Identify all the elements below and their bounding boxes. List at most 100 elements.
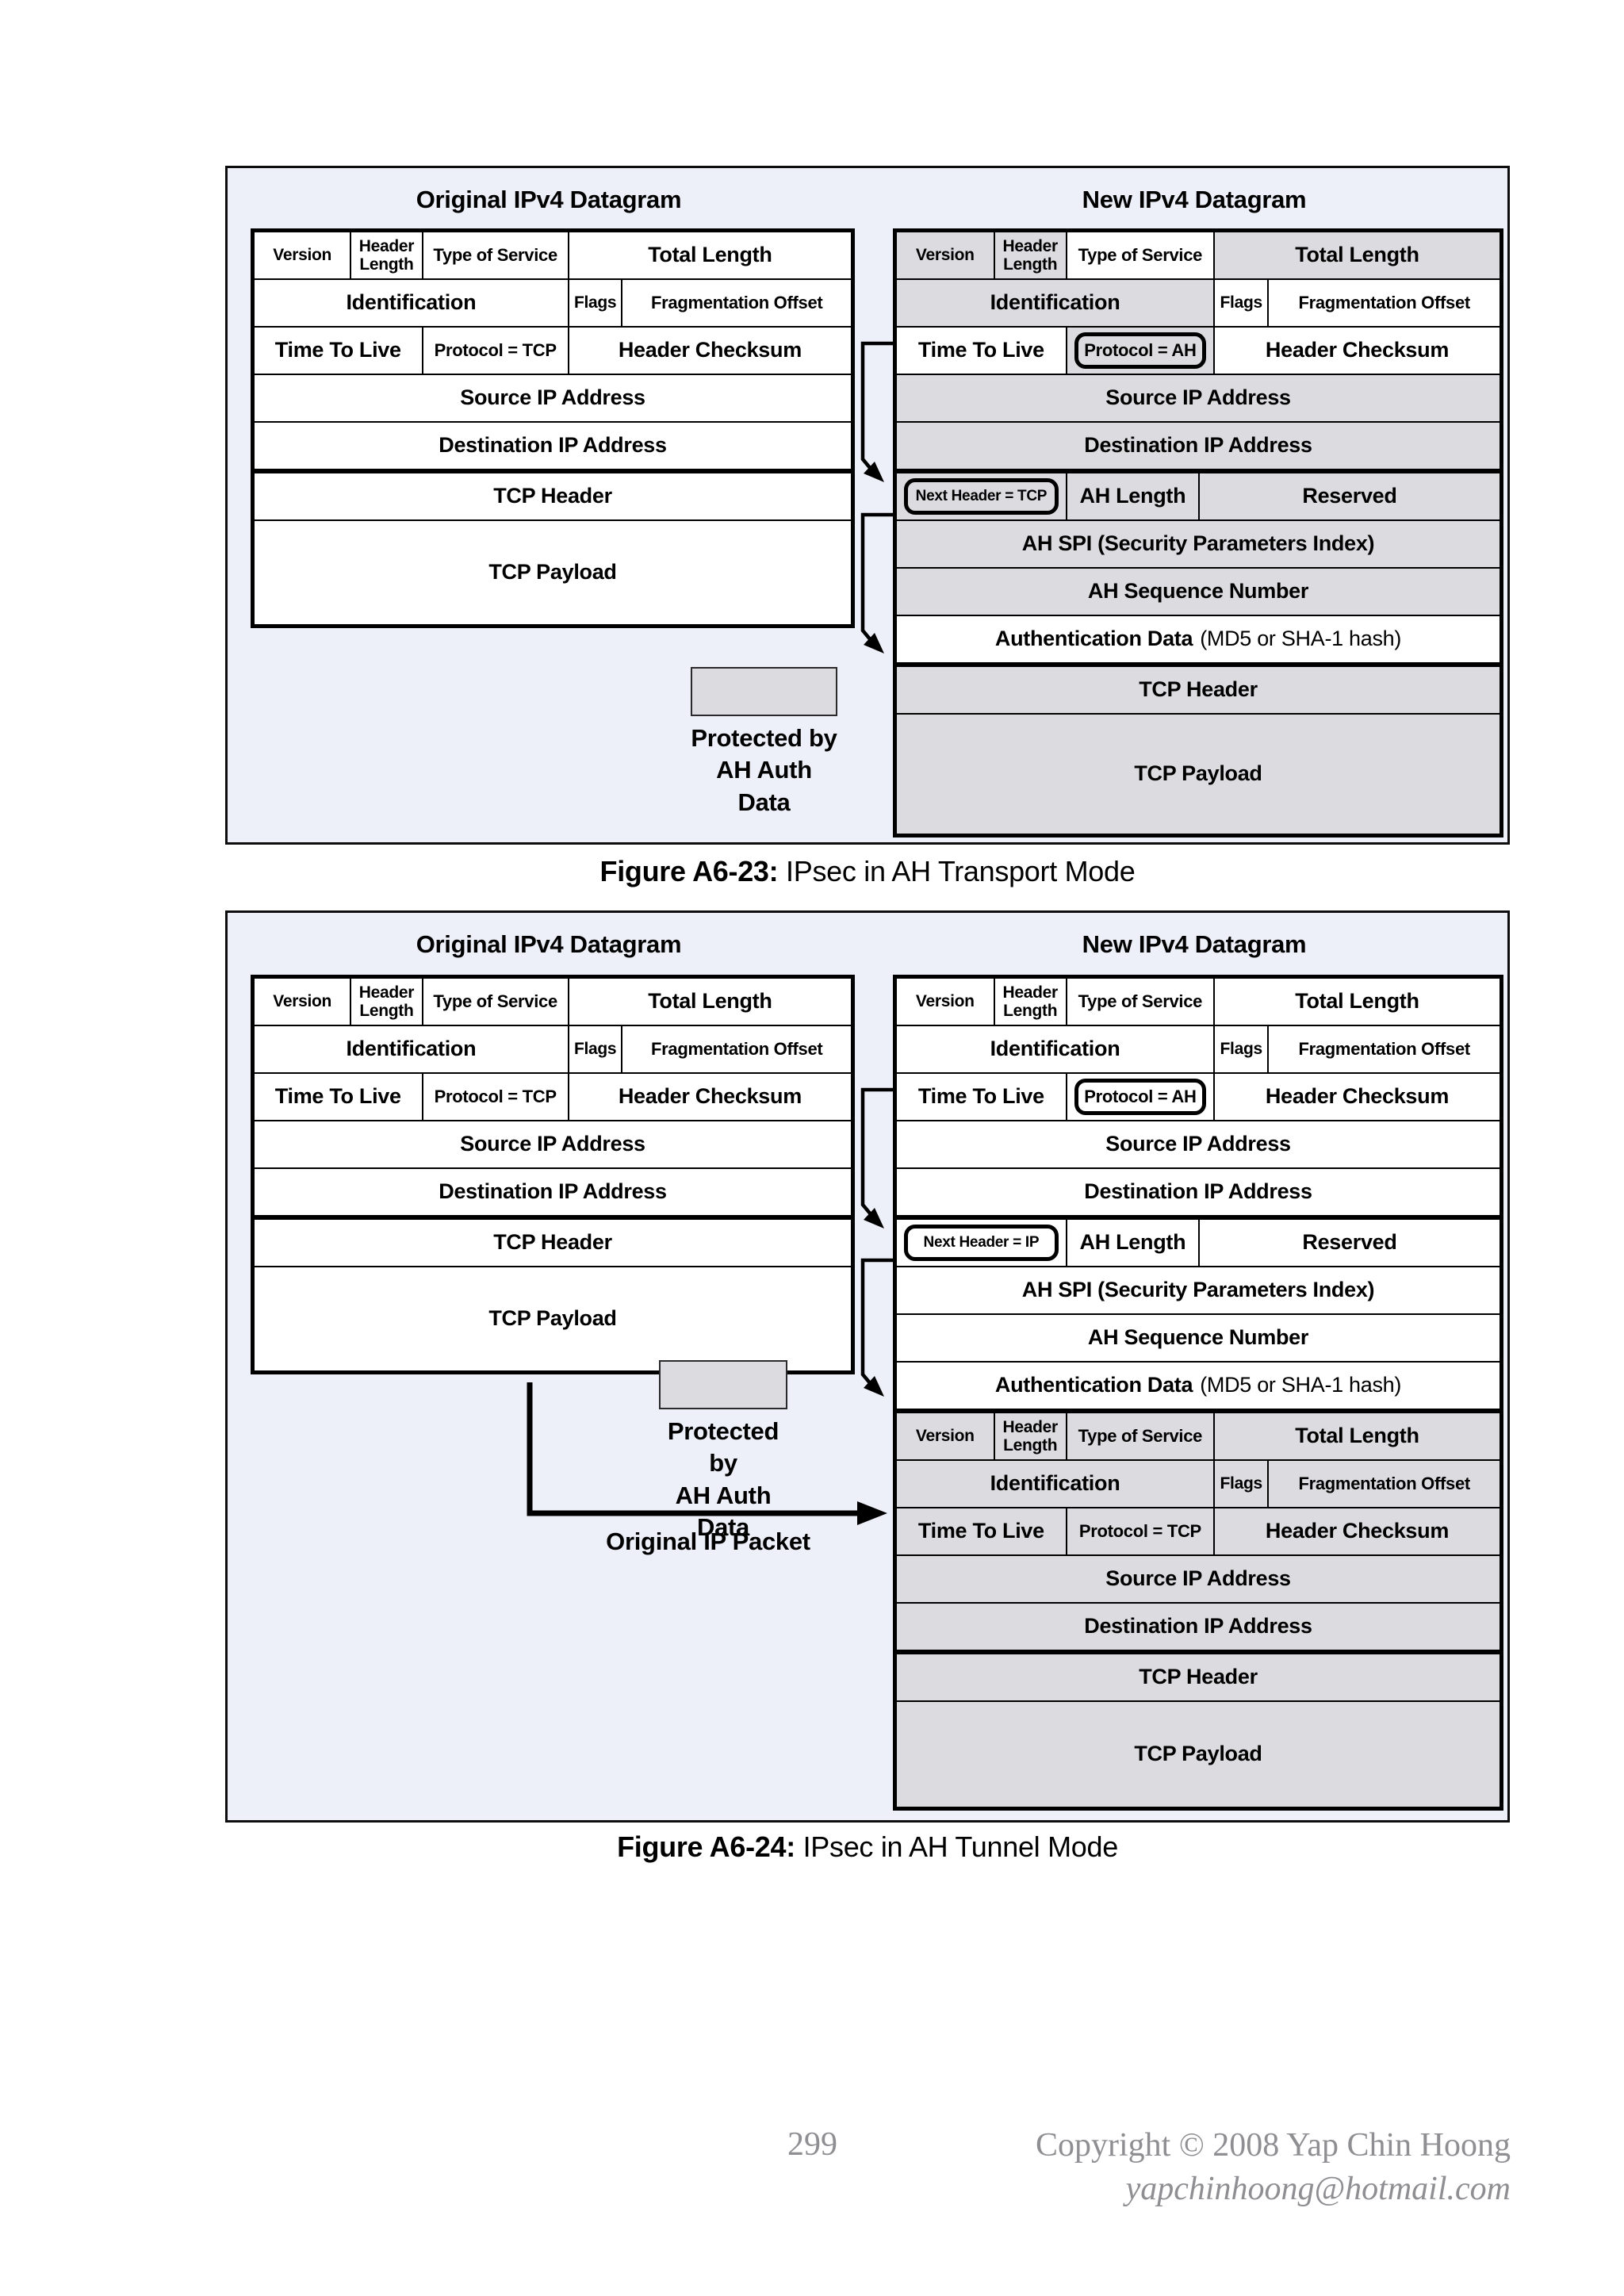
field-label: Time To Live bbox=[274, 1084, 401, 1109]
field-label: Total Length bbox=[1295, 1424, 1419, 1448]
field-label: Header Checksum bbox=[1265, 1084, 1450, 1109]
field-tcp-header: TCP Header bbox=[255, 1220, 851, 1266]
protected-color-swatch bbox=[659, 1360, 787, 1409]
field-type-of-service: Type of Service bbox=[421, 979, 568, 1025]
pill-protocol-ah: Protocol = AH bbox=[1074, 332, 1206, 369]
field-header-length: Header Length bbox=[993, 1413, 1066, 1459]
field-label: Type of Service bbox=[1078, 1425, 1203, 1446]
field-label: TCP Payload bbox=[1134, 1742, 1262, 1766]
field-label: Destination IP Address bbox=[1084, 1614, 1312, 1639]
field-label: Flags bbox=[1220, 1040, 1263, 1059]
packet-row: Time To Live Protocol = AH Header Checksum bbox=[897, 1072, 1500, 1120]
arrow-next-header-to-inner-ip bbox=[860, 1258, 893, 1386]
packet-row: Authentication Data(MD5 or SHA-1 hash) bbox=[897, 1361, 1500, 1409]
field-label: Fragmentation Offset bbox=[650, 1038, 823, 1059]
pill-protocol-ah: Protocol = AH bbox=[1074, 1079, 1206, 1115]
field-identification: Identification bbox=[897, 1461, 1213, 1507]
field-ah-sequence-number: AH Sequence Number bbox=[897, 1315, 1500, 1361]
packet-row: Destination IP Address bbox=[897, 1602, 1500, 1650]
field-label: Authentication Data bbox=[994, 627, 1193, 651]
packet-row: Destination IP Address bbox=[897, 421, 1500, 469]
field-label: Header Length bbox=[1002, 236, 1058, 274]
packet-row: Source IP Address bbox=[897, 374, 1500, 421]
field-reserved: Reserved bbox=[1197, 1220, 1500, 1266]
packet-row: Source IP Address bbox=[255, 374, 851, 421]
field-label: AH Sequence Number bbox=[1087, 1325, 1309, 1350]
field-version: Version bbox=[255, 232, 350, 278]
new-datagram-title: New IPv4 Datagram bbox=[1082, 186, 1307, 213]
packet-row: Source IP Address bbox=[897, 1120, 1500, 1167]
packet-row: AH Sequence Number bbox=[897, 1313, 1500, 1361]
field-label: Header Checksum bbox=[618, 338, 802, 362]
field-identification: Identification bbox=[897, 280, 1213, 326]
new-datagram-title: New IPv4 Datagram bbox=[1082, 930, 1307, 958]
packet-row: TCP Payload bbox=[255, 519, 851, 624]
field-label: AH SPI (Security Parameters Index) bbox=[1021, 1278, 1375, 1302]
field-label: Identification bbox=[346, 290, 477, 315]
field-source-ip-address: Source IP Address bbox=[897, 375, 1500, 421]
field-label: Time To Live bbox=[917, 338, 1044, 362]
protected-by-legend: Protected by AH Auth Data bbox=[691, 667, 837, 818]
ah-transport-mode-diagram: Original IPv4 Datagram New IPv4 Datagram… bbox=[225, 166, 1510, 845]
packet-row: Destination IP Address bbox=[897, 1167, 1500, 1215]
packet-row: Destination IP Address bbox=[255, 1167, 851, 1215]
field-header-checksum: Header Checksum bbox=[1212, 328, 1500, 374]
field-label: Header Checksum bbox=[1265, 338, 1450, 362]
field-fragmentation-offset: Fragmentation Offset bbox=[621, 280, 851, 326]
field-header-checksum: Header Checksum bbox=[1212, 1508, 1500, 1554]
field-label: Time To Live bbox=[917, 1084, 1044, 1109]
field-label: Total Length bbox=[1295, 243, 1419, 267]
field-reserved: Reserved bbox=[1197, 473, 1500, 519]
field-label: Header Length bbox=[1002, 983, 1058, 1020]
protected-color-swatch bbox=[691, 667, 837, 716]
field-tcp-header: TCP Header bbox=[255, 473, 851, 519]
field-source-ip-address: Source IP Address bbox=[255, 1121, 851, 1167]
field-source-ip-address: Source IP Address bbox=[897, 1121, 1500, 1167]
field-header-length: Header Length bbox=[993, 232, 1066, 278]
figure-caption-a6-24: Figure A6-24: IPsec in AH Tunnel Mode bbox=[225, 1830, 1510, 1864]
field-flags: Flags bbox=[567, 280, 622, 326]
field-label: Version bbox=[273, 246, 332, 265]
field-time-to-live: Time To Live bbox=[255, 328, 422, 374]
field-total-length: Total Length bbox=[567, 232, 851, 278]
field-label: Total Length bbox=[648, 243, 772, 267]
field-label: Reserved bbox=[1302, 1230, 1397, 1255]
packet-row: TCP Header bbox=[255, 1215, 851, 1266]
field-type-of-service: Type of Service bbox=[1065, 232, 1213, 278]
field-header-checksum: Header Checksum bbox=[567, 1074, 851, 1120]
arrowhead bbox=[864, 1376, 884, 1397]
copyright-block: Copyright © 2008 Yap Chin Hoong yapchinh… bbox=[1036, 2124, 1511, 2210]
caption-text: IPsec in AH Tunnel Mode bbox=[795, 1830, 1119, 1863]
field-flags: Flags bbox=[1213, 1026, 1268, 1072]
protected-legend-label: Protected by AH Auth Data bbox=[691, 723, 837, 818]
field-label: Header Checksum bbox=[1265, 1519, 1450, 1543]
field-protocol-ah: Protocol = AH bbox=[1065, 1074, 1213, 1120]
field-time-to-live: Time To Live bbox=[897, 1508, 1066, 1554]
field-label: Identification bbox=[990, 290, 1120, 315]
field-label: Source IP Address bbox=[460, 385, 645, 410]
field-label: Protocol = TCP bbox=[434, 1086, 557, 1106]
field-ah-length: AH Length bbox=[1065, 1220, 1198, 1266]
field-time-to-live: Time To Live bbox=[897, 328, 1066, 374]
arrowhead bbox=[864, 462, 884, 482]
packet-row: Identification Flags Fragmentation Offset bbox=[255, 278, 851, 326]
field-identification: Identification bbox=[255, 280, 568, 326]
original-datagram-title: Original IPv4 Datagram bbox=[416, 930, 682, 958]
field-fragmentation-offset: Fragmentation Offset bbox=[1267, 280, 1500, 326]
caption-text: IPsec in AH Transport Mode bbox=[778, 855, 1136, 887]
field-label: Type of Service bbox=[1078, 244, 1203, 265]
field-label: Fragmentation Offset bbox=[650, 292, 823, 312]
field-header-length: Header Length bbox=[350, 979, 422, 1025]
field-label: Destination IP Address bbox=[439, 1179, 667, 1204]
field-label: Flags bbox=[1220, 1474, 1263, 1493]
caption-number: Figure A6-24: bbox=[617, 1830, 795, 1863]
field-source-ip-address: Source IP Address bbox=[255, 375, 851, 421]
field-protocol-tcp: Protocol = TCP bbox=[1065, 1508, 1213, 1554]
field-destination-ip-address: Destination IP Address bbox=[897, 1604, 1500, 1650]
